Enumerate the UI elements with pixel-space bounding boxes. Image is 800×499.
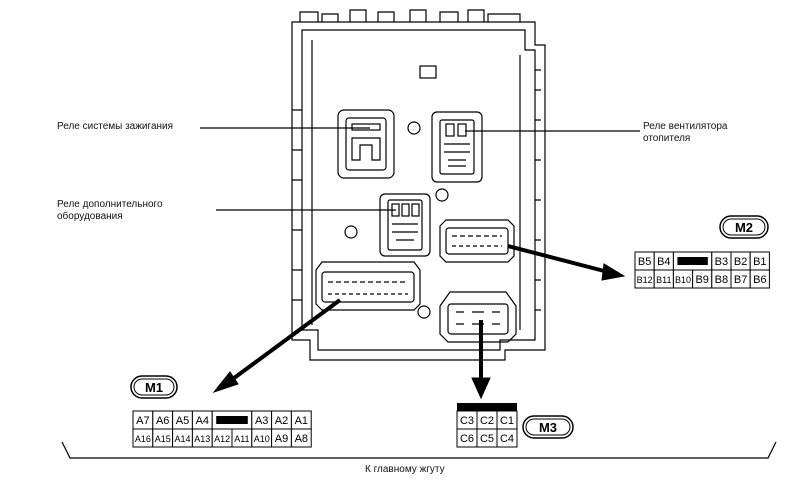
pin-label: A6 <box>156 415 169 427</box>
m3-socket <box>439 291 517 343</box>
pin-label: A2 <box>275 415 288 427</box>
pin-label: A9 <box>275 433 288 445</box>
relay-box-housing <box>291 9 546 361</box>
pin-cell <box>290 428 312 448</box>
pin-label: A3 <box>255 415 268 427</box>
pin-label: A14 <box>174 434 190 444</box>
blank-pin-marker <box>677 257 708 265</box>
accessory-relay-socket <box>379 193 431 257</box>
pin-label: A12 <box>214 434 230 444</box>
ignition-relay-socket <box>337 109 395 179</box>
pin-label: B2 <box>734 256 747 268</box>
connector-arrows <box>212 244 626 400</box>
pin-label: A11 <box>234 434 249 444</box>
pin-label: B6 <box>753 274 766 286</box>
pin-label: B5 <box>638 256 651 268</box>
pin-label: B1 <box>753 256 766 268</box>
pin-label: A1 <box>295 415 308 427</box>
main-harness-bracket <box>61 441 777 459</box>
pin-label: C1 <box>500 415 514 427</box>
pin-label: A7 <box>136 415 149 427</box>
pin-label: A10 <box>254 434 270 444</box>
pin-label: B4 <box>657 256 670 268</box>
accessory-relay-label-line1: Реле дополнительного <box>57 199 163 210</box>
pin-label: A16 <box>135 434 151 444</box>
pin-label: B12 <box>637 275 653 285</box>
ignition-relay-label: Реле системы зажигания <box>57 121 174 132</box>
blank-pin-marker <box>216 416 248 424</box>
pin-label: B3 <box>715 256 728 268</box>
pin-label: A5 <box>176 415 189 427</box>
pin-label: B7 <box>734 274 747 286</box>
pin-cell <box>496 428 518 448</box>
heater-fan-relay-socket <box>431 111 483 183</box>
m2-socket <box>439 219 515 263</box>
leader-lines <box>200 127 640 211</box>
pin-label: C5 <box>480 433 494 445</box>
m1-badge: M1 <box>130 375 178 399</box>
m1-badge-label: M1 <box>145 380 163 395</box>
m2-badge: M2 <box>719 215 769 239</box>
pin-label: C6 <box>460 433 474 445</box>
pin-label: B9 <box>695 274 708 286</box>
pin-cell <box>749 269 770 289</box>
pin-label: B11 <box>656 275 671 285</box>
pin-label: A8 <box>295 433 308 445</box>
accessory-relay-label-line2: оборудования <box>57 211 123 222</box>
heater-fan-relay-label-line2: отопителя <box>643 133 691 144</box>
pin-label: C3 <box>460 415 474 427</box>
pin-label: A4 <box>196 415 209 427</box>
pin-label: C4 <box>500 433 514 445</box>
pin-label: C2 <box>480 415 494 427</box>
m2-badge-label: M2 <box>735 220 753 235</box>
m3-badge-label: M3 <box>539 420 557 435</box>
pin-label: B8 <box>715 274 728 286</box>
main-harness-label: К главному жгуту <box>365 464 445 475</box>
m3-key-bar <box>457 403 517 411</box>
pin-label: A13 <box>194 434 210 444</box>
pin-label: A15 <box>155 434 171 444</box>
m3-badge: M3 <box>522 415 574 439</box>
pin-label: B10 <box>675 275 691 285</box>
m1-socket <box>315 261 421 311</box>
heater-fan-relay-label-line1: Реле вентилятора <box>643 121 728 132</box>
